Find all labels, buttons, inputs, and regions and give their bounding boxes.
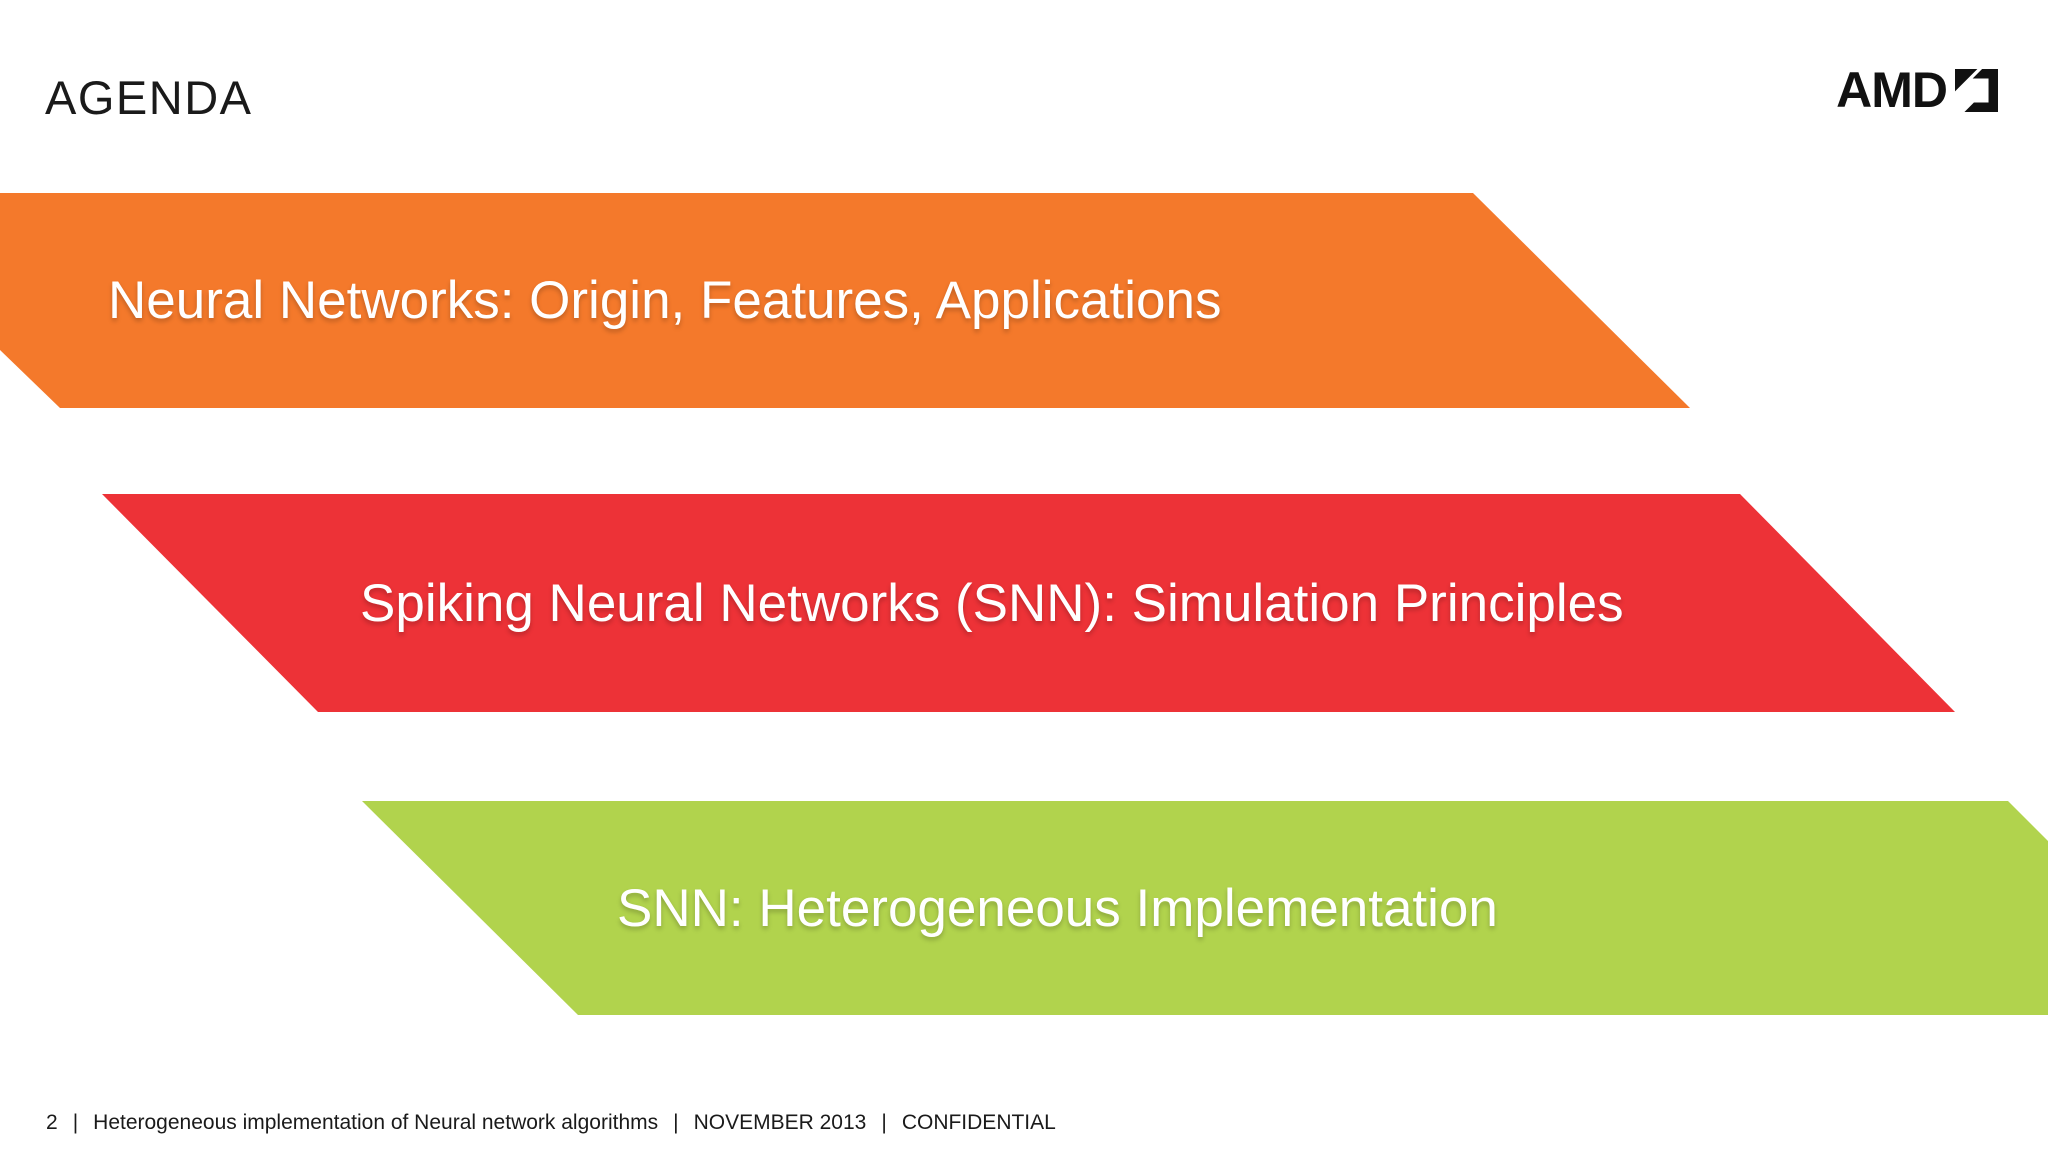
footer-separator: | <box>673 1111 679 1134</box>
agenda-banner-label: SNN: Heterogeneous Implementation <box>617 878 1498 938</box>
footer-date: NOVEMBER 2013 <box>693 1111 867 1134</box>
amd-logo-text: AMD <box>1836 62 1948 118</box>
footer-separator: | <box>881 1111 887 1134</box>
slide-footer: 2 | Heterogeneous implementation of Neur… <box>46 1111 1056 1135</box>
amd-logo: AMD <box>1836 62 1998 118</box>
footer-document-title: Heterogeneous implementation of Neural n… <box>93 1111 659 1134</box>
amd-arrow-icon <box>1955 68 1998 112</box>
agenda-banner-snn-heterogeneous: SNN: Heterogeneous Implementation <box>362 801 2048 1015</box>
footer-classification: CONFIDENTIAL <box>901 1111 1056 1134</box>
page-title: AGENDA <box>45 71 253 124</box>
agenda-banner-snn-simulation: Spiking Neural Networks (SNN): Simulatio… <box>102 494 1955 712</box>
footer-separator: | <box>72 1111 79 1134</box>
agenda-banner-neural-networks: Neural Networks: Origin, Features, Appli… <box>0 193 1690 408</box>
agenda-banner-label: Neural Networks: Origin, Features, Appli… <box>108 271 1222 330</box>
page-number: 2 <box>46 1111 58 1134</box>
agenda-banner-label: Spiking Neural Networks (SNN): Simulatio… <box>360 573 1624 633</box>
